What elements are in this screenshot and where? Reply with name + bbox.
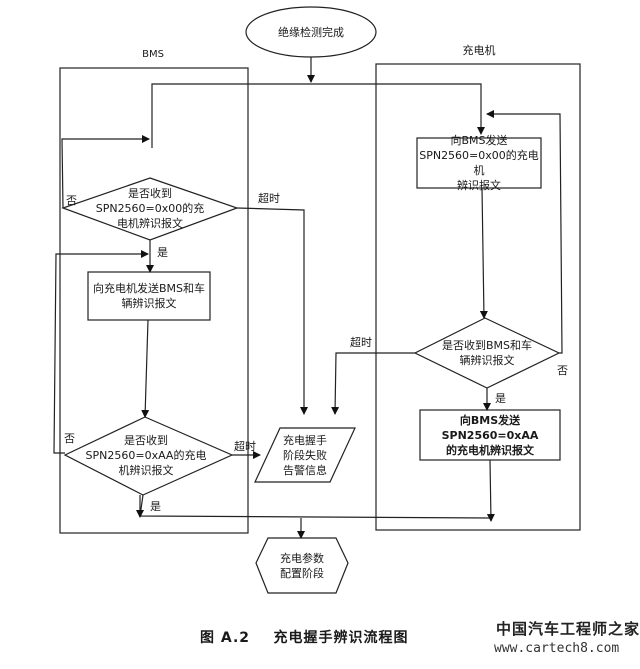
text-line: 是否收到BMS和车 xyxy=(441,339,533,352)
edge-bms-d1-timeout xyxy=(236,207,308,415)
text-line: 电机辨识报文 xyxy=(117,216,183,230)
bms-lane-label: BMS xyxy=(142,49,164,60)
text-line: 辆辨识报文 xyxy=(459,354,515,367)
watermark-name: 中国汽车工程师之家 xyxy=(496,620,640,638)
edge-bms-p1-down xyxy=(141,319,150,418)
charger-lane xyxy=(375,63,581,531)
label-charger-d1-timeout: 超时 xyxy=(350,336,372,349)
text-line: SPN2560=0x00的充电机 xyxy=(419,149,539,177)
figure-number: 图 A.2 xyxy=(200,630,251,646)
figure-caption: 图 A.2 充电握手辨识流程图 xyxy=(200,627,409,647)
edge-bms-d2-no xyxy=(53,250,149,454)
edge-charger-d1-no xyxy=(486,110,563,354)
text-line: 阶段失败 xyxy=(283,448,327,462)
bms-process-1 xyxy=(87,271,211,321)
label-bms-d2-no: 否 xyxy=(64,432,75,445)
label-bms-d1-yes: 是 xyxy=(157,246,168,259)
text-line: 充电握手 xyxy=(283,433,327,447)
label-bms-d2-timeout: 超时 xyxy=(234,440,256,453)
text-line: 辨识报文 xyxy=(457,179,501,192)
bms-lane xyxy=(59,67,249,534)
end-node xyxy=(255,537,349,594)
bms-decision-1-text: 是否收到 SPN2560=0x00的充 电机辨识报文 xyxy=(80,184,220,232)
charger-lane-label: 充电机 xyxy=(462,44,496,57)
charger-process-1 xyxy=(416,137,542,189)
label-charger-d1-no: 否 xyxy=(557,364,568,377)
edge-bms-d2-yes xyxy=(139,494,491,519)
bms-process-1-text: 向充电机发送BMS和车 辆辨识报文 xyxy=(88,272,210,320)
text-line: 充电参数 xyxy=(280,552,324,565)
text-line: 向BMS发送 xyxy=(450,134,508,147)
label-bms-d1-timeout: 超时 xyxy=(258,192,280,205)
text-line: 机辨识报文 xyxy=(118,463,174,477)
label-charger-d1-yes: 是 xyxy=(495,392,506,405)
text-line: 向充电机发送BMS和车 xyxy=(92,282,206,295)
charger-process-1-text: 向BMS发送 SPN2560=0x00的充电机 辨识报文 xyxy=(417,134,541,192)
failure-node xyxy=(254,427,356,483)
label-bms-d2-yes: 是 xyxy=(150,500,161,513)
charger-process-2-text: 向BMS发送SPN2560=0xAA 的充电机辨识报文 xyxy=(420,410,560,460)
figure-title: 充电握手辨识流程图 xyxy=(273,630,409,646)
text-line: 是否收到 xyxy=(128,186,172,200)
edge-top-split xyxy=(151,83,485,148)
text-line: 配置阶段 xyxy=(280,567,324,580)
text-line: 是否收到 xyxy=(124,433,168,447)
text-line: 向BMS发送SPN2560=0xAA xyxy=(441,413,539,442)
edge-charger-d1-timeout xyxy=(331,352,415,415)
bms-decision-2-text: 是否收到 SPN2560=0xAA的充电 机辨识报文 xyxy=(76,431,216,479)
text-line: 辆辨识报文 xyxy=(121,297,177,310)
text-line: SPN2560=0xAA的充电 xyxy=(85,448,207,462)
text-line: 告警信息 xyxy=(283,463,327,477)
edge-bms-d1-no xyxy=(61,135,150,209)
label-bms-d1-no: 否 xyxy=(66,194,77,207)
text-line: SPN2560=0x00的充 xyxy=(95,201,205,215)
edge-charger-p2-down xyxy=(486,459,495,522)
edge-charger-p1-down xyxy=(479,187,488,319)
end-node-text: 充电参数 配置阶段 xyxy=(262,543,342,589)
charger-decision-1-text: 是否收到BMS和车 辆辨识报文 xyxy=(425,337,549,369)
text-line: 的充电机辨识报文 xyxy=(446,443,534,457)
start-node-label: 绝缘检测完成 xyxy=(278,25,344,39)
watermark-url: www.cartech8.com xyxy=(494,641,620,656)
failure-node-text: 充电握手 阶段失败 告警信息 xyxy=(270,430,340,480)
